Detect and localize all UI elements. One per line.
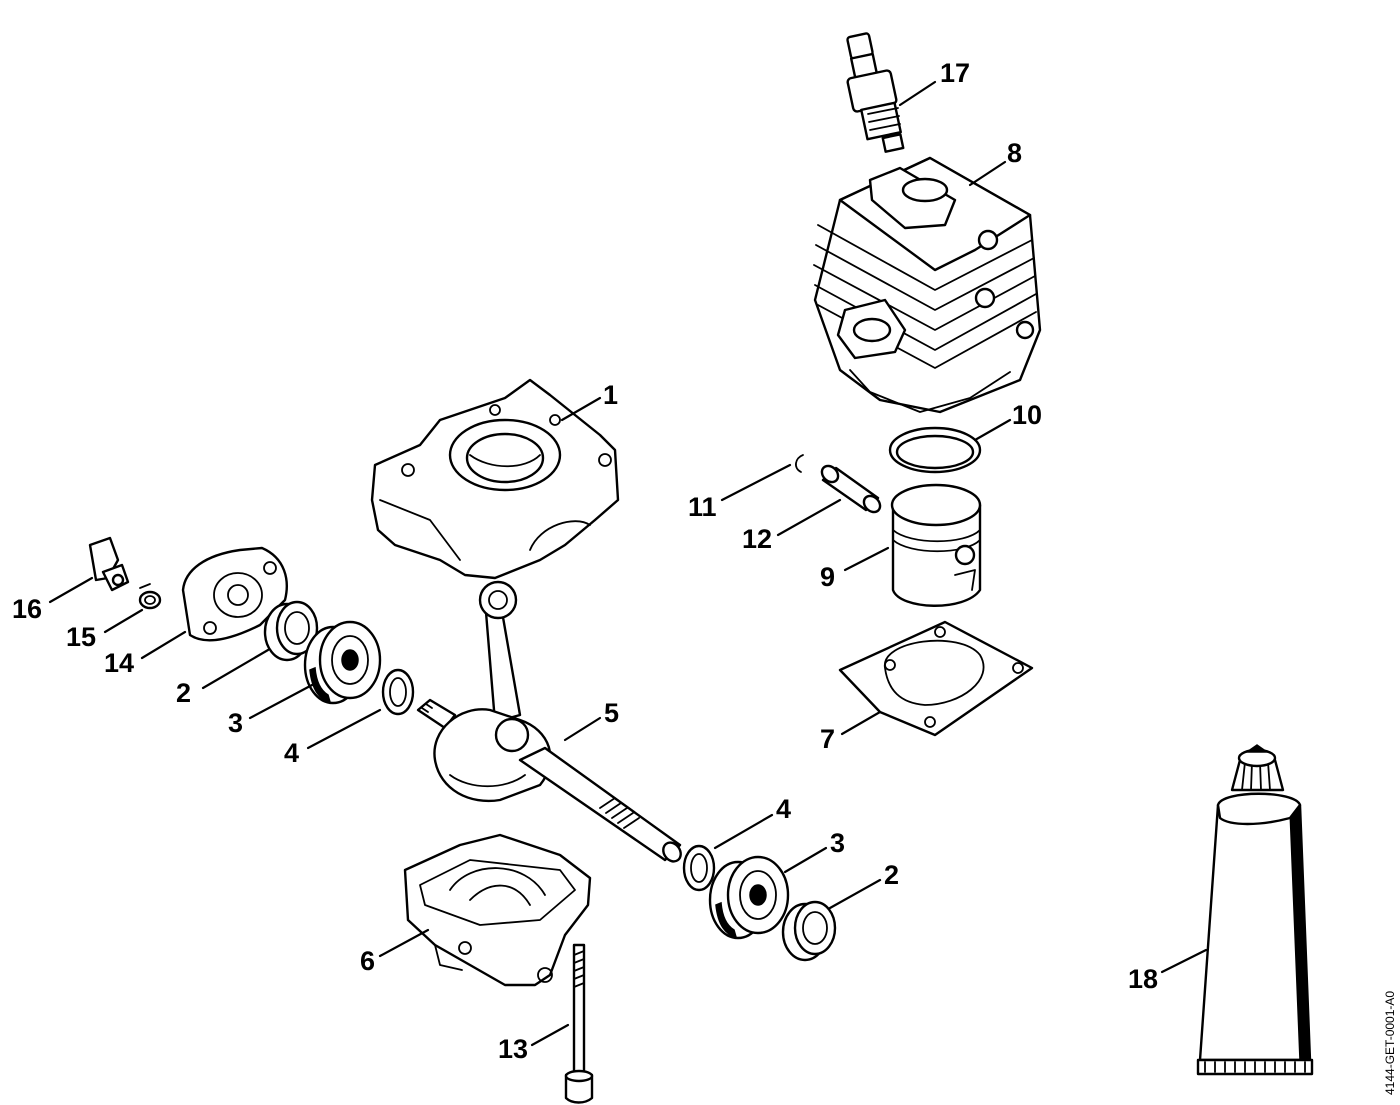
leader-15 xyxy=(103,608,144,634)
leader-4-right xyxy=(713,813,774,850)
callout-18: 18 xyxy=(1128,964,1158,994)
callout-1: 1 xyxy=(603,380,618,410)
leader-3-right xyxy=(783,846,828,874)
callout-8: 8 xyxy=(1007,138,1022,168)
leader-10 xyxy=(973,418,1012,442)
grease-tube xyxy=(1196,744,1314,1076)
leader-13 xyxy=(530,1023,570,1047)
callout-labels: 17 8 1 10 11 12 9 16 15 14 2 3 4 5 7 4 3… xyxy=(12,58,1158,1064)
connector-fitting xyxy=(88,536,130,592)
cylinder-gasket xyxy=(838,620,1034,737)
callout-2-left: 2 xyxy=(176,678,191,708)
ball-bearing-left xyxy=(303,620,382,705)
callout-16: 16 xyxy=(12,594,42,624)
screw xyxy=(564,943,594,1104)
leader-16 xyxy=(48,576,94,604)
cylinder xyxy=(813,156,1042,414)
leader-1 xyxy=(560,396,602,422)
leader-14 xyxy=(140,630,187,660)
thrust-washer-right xyxy=(682,844,716,892)
callout-11: 11 xyxy=(688,492,717,522)
leader-6 xyxy=(378,928,430,958)
thrust-washer-left xyxy=(381,668,415,716)
leader-4-left xyxy=(306,708,382,750)
leader-5 xyxy=(563,716,602,742)
ball-bearing-right xyxy=(708,855,790,940)
callout-14: 14 xyxy=(104,648,134,678)
leader-11 xyxy=(720,463,792,502)
leader-18 xyxy=(1160,948,1208,974)
callout-3-left: 3 xyxy=(228,708,243,738)
crankshaft xyxy=(416,580,682,863)
callout-17: 17 xyxy=(940,58,970,88)
callout-7: 7 xyxy=(820,724,835,754)
leader-2-left xyxy=(201,648,270,690)
callout-4-left: 4 xyxy=(284,738,299,768)
leader-2-right xyxy=(828,878,882,910)
piston-ring xyxy=(888,426,982,474)
leader-9 xyxy=(843,546,890,572)
circlip xyxy=(795,454,804,473)
bearing-housing xyxy=(181,546,288,642)
callout-4-right: 4 xyxy=(776,794,791,824)
callout-3-right: 3 xyxy=(830,828,845,858)
piston xyxy=(890,483,982,607)
leader-17 xyxy=(898,80,937,107)
leader-8 xyxy=(968,160,1007,187)
small-ring xyxy=(138,583,162,610)
callout-10: 10 xyxy=(1012,400,1042,430)
callout-12: 12 xyxy=(742,524,772,554)
leader-3-left xyxy=(248,683,314,720)
spark-plug xyxy=(846,32,905,153)
drawing-id: 4144-GET-0001-A0 xyxy=(1383,991,1397,1095)
oil-seal-right xyxy=(781,900,837,962)
piston-pin xyxy=(820,464,882,514)
crankcase-half-lower xyxy=(403,833,592,987)
leader-12 xyxy=(776,498,842,537)
crankcase-half-upper xyxy=(370,378,620,580)
oil-seal-left xyxy=(263,600,319,662)
callout-6: 6 xyxy=(360,946,375,976)
leader-7 xyxy=(840,710,882,736)
callout-2-right: 2 xyxy=(884,860,899,890)
callout-15: 15 xyxy=(66,622,96,652)
callout-9: 9 xyxy=(820,562,835,592)
callout-13: 13 xyxy=(498,1034,528,1064)
leader-lines xyxy=(48,80,1208,1047)
callout-5: 5 xyxy=(604,698,619,728)
